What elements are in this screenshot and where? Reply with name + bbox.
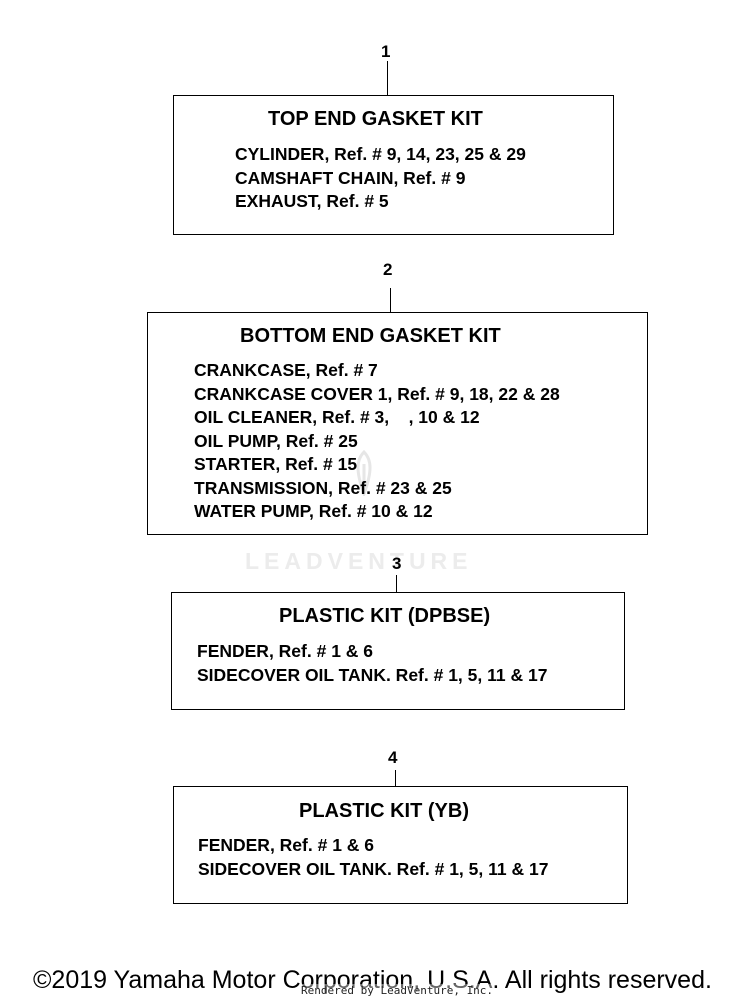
kit-4-number: 4 xyxy=(388,748,398,767)
kit-2-parts-list: CRANKCASE, Ref. # 7 CRANKCASE COVER 1, R… xyxy=(194,359,560,524)
copyright-footer: ©2019 Yamaha Motor Corporation, U.S.A. A… xyxy=(33,966,712,994)
kit-3-leader-line xyxy=(396,575,397,593)
leadventure-logo-watermark xyxy=(356,450,372,496)
kit-1-box xyxy=(173,95,614,235)
kit-3-line: FENDER, Ref. # 1 & 6 xyxy=(197,641,374,661)
kit-2-line: OIL CLEANER, Ref. # 3, , 10 & 12 xyxy=(194,407,480,427)
kit-1-leader-line xyxy=(387,61,388,96)
kit-1-line: CYLINDER, Ref. # 9, 14, 23, 25 & 29 xyxy=(235,144,526,164)
kit-4-title: PLASTIC KIT (YB) xyxy=(299,800,469,822)
kit-2-line: STARTER, Ref. # 15 xyxy=(194,454,358,474)
leadventure-watermark: LEADVENTURE xyxy=(245,548,473,574)
kit-1-line: EXHAUST, Ref. # 5 xyxy=(235,191,389,211)
kit-4-line: SIDECOVER OIL TANK. Ref. # 1, 5, 11 & 17 xyxy=(198,858,549,879)
kit-2-line: WATER PUMP, Ref. # 10 & 12 xyxy=(194,501,433,521)
kit-1-number: 1 xyxy=(381,42,391,61)
kit-2-box xyxy=(147,312,648,535)
kit-2-title: BOTTOM END GASKET KIT xyxy=(240,325,501,347)
kit-4-line: FENDER, Ref. # 1 & 6 xyxy=(198,835,375,855)
kit-2-number: 2 xyxy=(383,260,393,279)
kit-4-parts-list: FENDER, Ref. # 1 & 6 SIDECOVER OIL TANK.… xyxy=(198,834,548,881)
kit-2-line: TRANSMISSION, Ref. # 23 & 25 xyxy=(194,477,452,498)
kit-4-leader-line xyxy=(395,770,396,787)
kit-2-line: CRANKCASE, Ref. # 7 xyxy=(194,360,378,380)
kit-2-line: CRANKCASE COVER 1, Ref. # 9, 18, 22 & 28 xyxy=(194,383,560,404)
kit-1-title: TOP END GASKET KIT xyxy=(268,108,483,130)
kit-2-leader-line xyxy=(390,288,391,313)
kit-2-line: OIL PUMP, Ref. # 25 xyxy=(194,430,358,451)
kit-3-number: 3 xyxy=(392,554,402,573)
kit-1-line: CAMSHAFT CHAIN, Ref. # 9 xyxy=(235,167,466,188)
kit-3-line: SIDECOVER OIL TANK. Ref. # 1, 5, 11 & 17 xyxy=(197,664,548,685)
kit-3-title: PLASTIC KIT (DPBSE) xyxy=(279,605,491,627)
kit-1-parts-list: CYLINDER, Ref. # 9, 14, 23, 25 & 29 CAMS… xyxy=(235,143,526,214)
kit-3-parts-list: FENDER, Ref. # 1 & 6 SIDECOVER OIL TANK.… xyxy=(197,640,547,687)
rendered-by-note: Rendered by LeadVenture, Inc. xyxy=(301,984,494,998)
kit-3-box xyxy=(171,592,625,710)
kit-4-box xyxy=(173,786,628,904)
